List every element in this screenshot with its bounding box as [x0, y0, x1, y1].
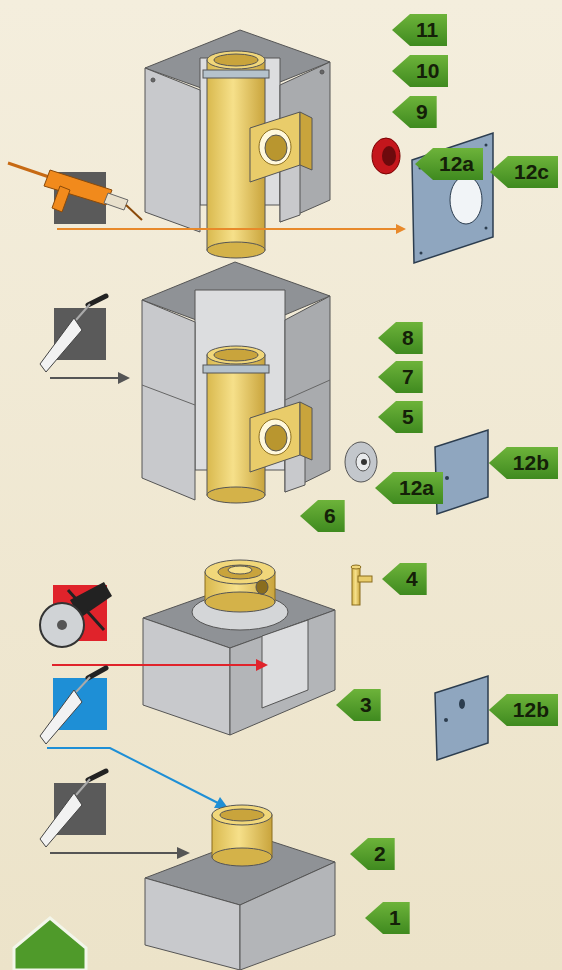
angle-grinder-icon — [40, 582, 112, 647]
base-block-assembly — [143, 560, 335, 735]
grey-arrowhead — [118, 372, 130, 384]
corner-badge — [14, 918, 86, 970]
callout-number: 8 — [378, 322, 423, 354]
callout-number: 1 — [365, 902, 410, 934]
red-arrowhead — [256, 659, 268, 671]
grey-arrow — [50, 852, 178, 854]
orange-arrow — [57, 228, 398, 230]
grey-cap-disc — [345, 442, 377, 482]
grey-arrow — [50, 377, 120, 379]
chimney-plate — [412, 133, 493, 263]
callout-number: 9 — [392, 96, 437, 128]
callout-number: 5 — [378, 401, 423, 433]
trowel-icon — [40, 668, 107, 744]
callout-number: 3 — [336, 689, 381, 721]
callout-number: 7 — [378, 361, 423, 393]
callout-number: 12b — [489, 694, 558, 726]
callout-number: 2 — [350, 838, 395, 870]
grey-arrowhead — [177, 847, 190, 859]
callout-number: 12b — [489, 447, 558, 479]
middle-block-assembly — [142, 262, 330, 503]
caulking-gun-icon — [8, 163, 142, 224]
trowel-icon — [40, 771, 106, 847]
callout-number: 6 — [300, 500, 345, 532]
top-block-assembly — [145, 30, 330, 258]
callout-number: 12c — [490, 156, 558, 188]
trowel-icon — [40, 296, 106, 372]
callout-number: 12a — [375, 472, 443, 504]
callout-number: 10 — [392, 55, 448, 87]
red-arrow — [52, 664, 258, 666]
orange-arrowhead — [396, 224, 406, 234]
foundation-block — [145, 805, 335, 970]
callout-number: 4 — [382, 563, 427, 595]
inspection-plate — [435, 676, 488, 760]
callout-number: 11 — [392, 14, 447, 46]
red-seal-ring — [372, 138, 400, 174]
condensate-drain — [351, 565, 372, 605]
